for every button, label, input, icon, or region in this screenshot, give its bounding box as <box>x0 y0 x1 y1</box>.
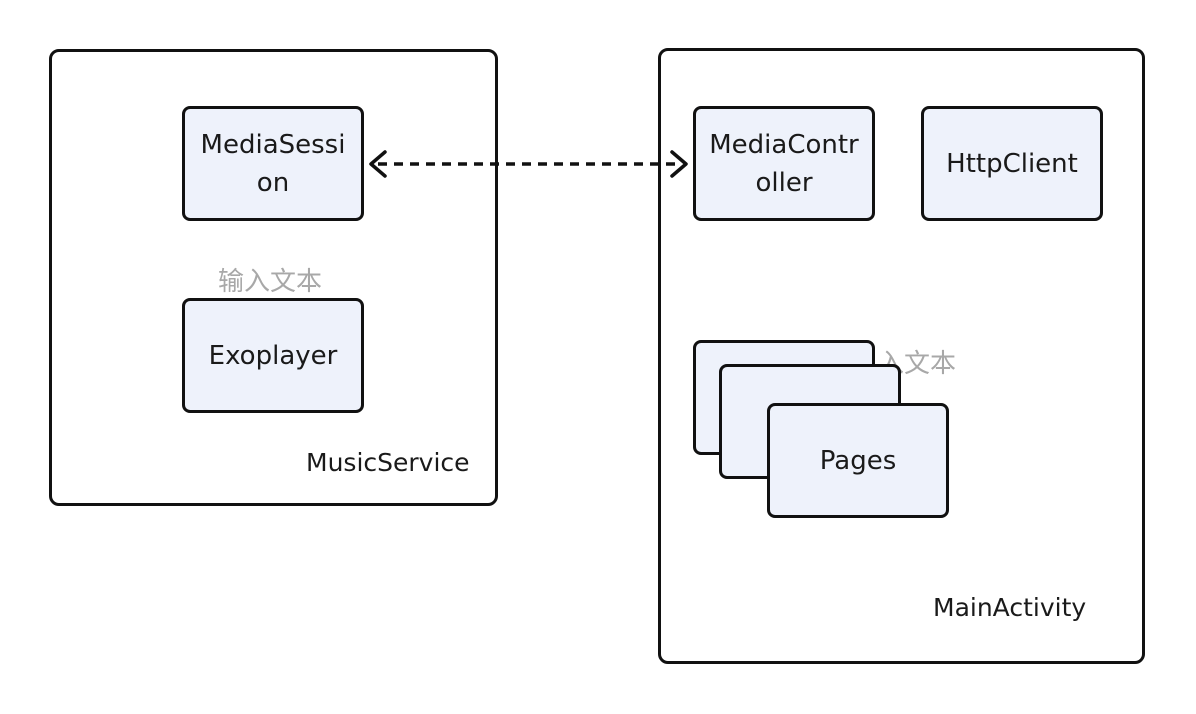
pages-node[interactable]: Pages <box>767 403 949 518</box>
media-session-node[interactable]: MediaSession <box>182 106 364 221</box>
placeholder-text-left[interactable]: 输入文本 <box>218 267 323 297</box>
exoplayer-node[interactable]: Exoplayer <box>182 298 364 413</box>
media-controller-node[interactable]: MediaController <box>693 106 875 221</box>
main-activity-label: MainActivity <box>933 593 1087 622</box>
music-service-label: MusicService <box>306 448 470 477</box>
http-client-node[interactable]: HttpClient <box>921 106 1103 221</box>
